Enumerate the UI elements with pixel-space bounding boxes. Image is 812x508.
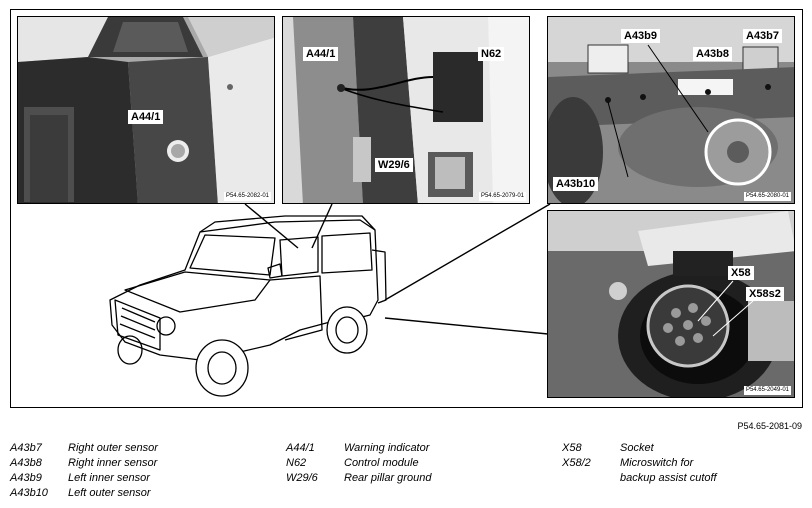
legend-row: backup assist cutoff <box>562 471 717 486</box>
legend-code: X58/2 <box>562 457 591 469</box>
legend-row: W29/6 Rear pillar ground <box>286 471 431 486</box>
legend-desc: Rear pillar ground <box>344 472 432 484</box>
label-n62: N62 <box>478 47 505 61</box>
rear-bumper-illustration <box>548 17 794 203</box>
photo-ref-number: P54.65-2080-01 <box>743 192 791 201</box>
legend-desc: Control module <box>344 457 419 469</box>
legend-row: A44/1 Warning indicator <box>286 441 431 456</box>
legend-desc: Right outer sensor <box>68 442 158 454</box>
legend-row: X58/2 Microswitch for <box>562 456 717 471</box>
legend-row: A43b9 Left inner sensor <box>10 471 158 486</box>
photo-bumper-sensors: A43b9 A43b8 A43b7 A43b10 P54.65-2080-01 <box>547 16 795 204</box>
legend-column-1: A43b7 Right outer sensor A43b8 Right inner… <box>10 441 158 501</box>
legend-code: A43b9 <box>10 472 42 484</box>
legend-column-2: A44/1 Warning indicator N62 Control module… <box>286 441 431 486</box>
label-a43b10: A43b10 <box>553 177 599 191</box>
photo-control-module: A44/1 N62 W29/6 P54.65-2079-01 <box>282 16 530 204</box>
photo-trailer-socket: X58 X58s2 P54.65-2049-01 <box>547 210 795 398</box>
legend-code: N62 <box>286 457 307 469</box>
legend-desc: Microswitch for <box>620 457 694 469</box>
legend-column-3: X58 Socket X58/2 Microswitch for backup as… <box>562 441 717 486</box>
legend-code: A44/1 <box>286 442 315 454</box>
legend-row: A43b7 Right outer sensor <box>10 441 158 456</box>
label-a43b9: A43b9 <box>621 29 661 43</box>
legend-row: X58 Socket <box>562 441 717 456</box>
label-a43b8: A43b8 <box>693 47 733 61</box>
legend-code: X58 <box>562 442 582 454</box>
label-a44-1: A44/1 <box>128 110 164 124</box>
label-x58: X58 <box>728 266 754 280</box>
label-a44-1-pillar: A44/1 <box>303 47 339 61</box>
legend-code: W29/6 <box>286 472 318 484</box>
legend-code <box>562 471 620 486</box>
label-x58s2: X58s2 <box>746 287 784 301</box>
legend-desc: backup assist cutoff <box>620 472 717 484</box>
photo-ref-number: P54.65-2079-01 <box>478 192 526 201</box>
legend-desc: Warning indicator <box>344 442 430 454</box>
legend-code: A43b8 <box>10 457 42 469</box>
legend-desc: Left inner sensor <box>68 472 150 484</box>
legend-code: A43b7 <box>10 442 42 454</box>
figure-ref-number: P54.65-2081-09 <box>737 421 802 431</box>
legend-row: A43b10 Left outer sensor <box>10 486 158 501</box>
label-a43b7: A43b7 <box>743 29 783 43</box>
photo-warning-indicator: A44/1 P54.65-2082-01 <box>17 16 275 204</box>
photo-ref-number: P54.65-2049-01 <box>743 386 791 395</box>
legend-row: A43b8 Right inner sensor <box>10 456 158 471</box>
legend-code: A43b10 <box>10 487 48 499</box>
legend-desc: Left outer sensor <box>68 487 151 499</box>
label-w29-6: W29/6 <box>375 158 413 172</box>
legend-desc: Right inner sensor <box>68 457 158 469</box>
legend-desc: Socket <box>620 442 654 454</box>
photo-ref-number: P54.65-2082-01 <box>223 192 271 201</box>
trailer-socket-illustration <box>548 211 794 397</box>
legend-row: N62 Control module <box>286 456 431 471</box>
